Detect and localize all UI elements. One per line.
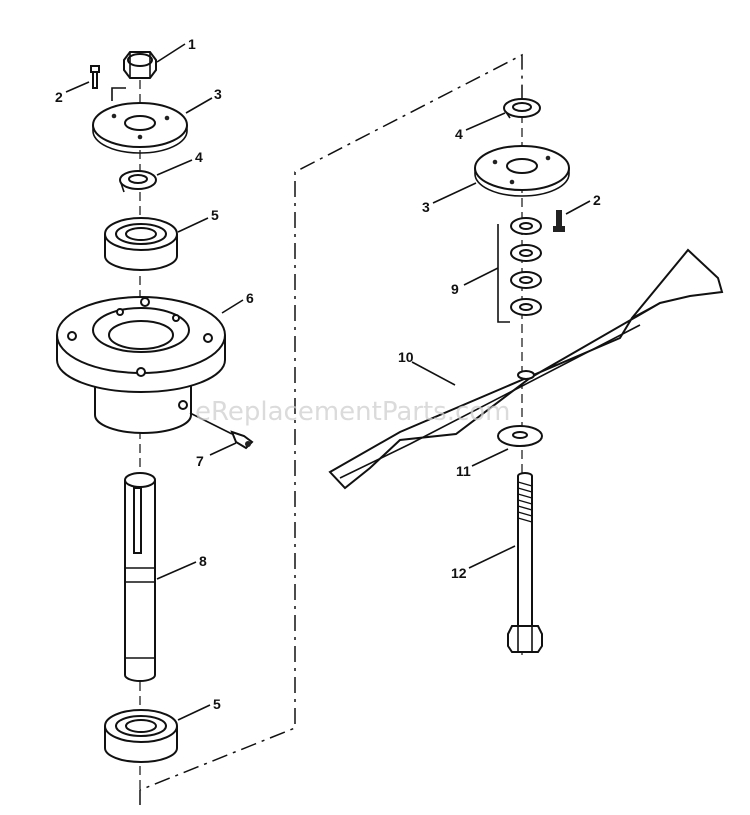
- callout-5-top: 5: [211, 207, 219, 223]
- callout-4-left: 4: [195, 149, 203, 165]
- part-screw-left: [90, 65, 100, 89]
- watermark: eReplacementParts.com: [195, 397, 511, 427]
- callout-4-right: 4: [455, 126, 463, 142]
- part-spacer-washers: [497, 217, 542, 323]
- callout-7: 7: [196, 453, 204, 469]
- part-blade-bolt: [507, 472, 543, 653]
- callout-12: 12: [451, 565, 467, 581]
- callout-6: 6: [246, 290, 254, 306]
- part-spindle-housing: [56, 296, 226, 434]
- callout-10: 10: [398, 349, 414, 365]
- part-bearing-bottom: [104, 709, 178, 763]
- callout-3-left: 3: [214, 86, 222, 102]
- assembly-dashed-boundary: [139, 53, 523, 805]
- callout-2-left: 2: [55, 89, 63, 105]
- part-blade-washer: [497, 425, 543, 447]
- callout-11: 11: [456, 463, 471, 479]
- part-flange-plate-right: [474, 145, 570, 197]
- part-bearing-top: [104, 217, 178, 271]
- part-grease-fitting: [230, 430, 254, 450]
- part-mower-blade: [328, 248, 724, 490]
- callout-2-right: 2: [593, 192, 601, 208]
- callout-3-right: 3: [422, 199, 430, 215]
- part-nut: [123, 51, 157, 79]
- callout-9: 9: [451, 281, 459, 297]
- part-spindle-shaft: [124, 472, 156, 682]
- part-lock-washer-left: [119, 170, 157, 193]
- callout-5-bottom: 5: [213, 696, 221, 712]
- part-screw-right: [553, 210, 565, 232]
- callout-8: 8: [199, 553, 207, 569]
- part-flange-plate-left: [92, 102, 188, 154]
- callout-1: 1: [188, 36, 196, 52]
- part-lock-washer-right: [503, 98, 541, 119]
- leader-lines: [65, 43, 591, 721]
